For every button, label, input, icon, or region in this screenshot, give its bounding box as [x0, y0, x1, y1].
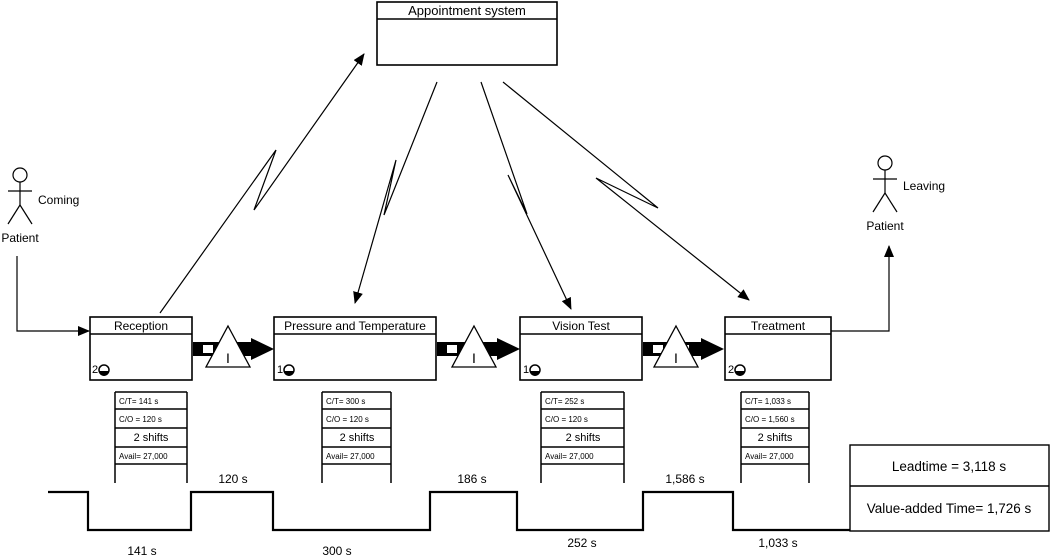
process-name: Reception [114, 319, 168, 333]
patient-coming-label: Patient [1, 231, 39, 245]
inventory-triangle-3: I [652, 324, 700, 368]
operator-icon [529, 364, 541, 376]
appointment-system-label: Appointment system [408, 3, 526, 18]
waiting-time-1: 120 s [218, 472, 247, 486]
data-box-treatment [740, 391, 810, 483]
changeover-time: C/O = 1,560 s [745, 415, 795, 424]
inventory-label: I [472, 350, 476, 366]
operator-count: 2 [728, 364, 734, 376]
process-box-vision-test: Vision Test 1 [519, 316, 643, 381]
inventory-label: I [674, 350, 678, 366]
value-added-time-label: Value-added Time= 1,726 s [867, 501, 1032, 516]
data-box-vision-test [540, 391, 625, 483]
cycle-time: C/T= 300 s [326, 397, 365, 406]
person-icon [877, 155, 893, 171]
leadtime-label: Leadtime = 3,118 s [892, 459, 1006, 474]
flow-arrow-coming [16, 256, 90, 336]
available-time: Avail= 27,000 [745, 452, 794, 461]
changeover-time: C/O = 120 s [545, 415, 588, 424]
info-flow-appointment-to-treatment [502, 81, 750, 301]
inventory-triangle-2: I [450, 324, 498, 368]
leaving-label: Leaving [903, 179, 945, 193]
patient-coming [7, 167, 33, 225]
flow-arrow-leaving [831, 245, 894, 332]
timeline-ladder [48, 490, 850, 532]
data-box-reception [114, 391, 188, 483]
process-name: Vision Test [552, 319, 610, 333]
processing-time-4: 1,033 s [758, 536, 797, 550]
patient-leaving [872, 155, 898, 213]
shifts: 2 shifts [566, 432, 601, 444]
cycle-time: C/T= 1,033 s [745, 397, 791, 406]
shifts: 2 shifts [134, 432, 169, 444]
changeover-time: C/O = 120 s [326, 415, 369, 424]
info-flow-reception-to-appointment [159, 53, 365, 314]
shifts: 2 shifts [758, 432, 793, 444]
summary-box: Leadtime = 3,118 s Value-added Time= 1,7… [849, 444, 1050, 532]
cycle-time: C/T= 252 s [545, 397, 584, 406]
changeover-time: C/O = 120 s [119, 415, 162, 424]
shifts: 2 shifts [340, 432, 375, 444]
waiting-time-2: 186 s [457, 472, 486, 486]
inventory-label: I [226, 350, 230, 366]
operator-count: 1 [277, 364, 283, 376]
data-box-pressure-temperature [321, 391, 392, 483]
appointment-system: Appointment system [376, 1, 558, 66]
available-time: Avail= 27,000 [545, 452, 594, 461]
patient-leaving-label: Patient [866, 219, 904, 233]
available-time: Avail= 27,000 [326, 452, 375, 461]
available-time: Avail= 27,000 [119, 452, 168, 461]
information-flows [159, 53, 750, 314]
process-box-reception: Reception 2 [89, 316, 193, 381]
processing-time-2: 300 s [322, 544, 351, 557]
operator-count: 2 [92, 364, 98, 376]
operator-icon [283, 364, 295, 376]
person-icon [12, 167, 28, 183]
process-name: Pressure and Temperature [284, 319, 426, 333]
info-flow-appointment-to-vision [480, 81, 572, 310]
waiting-time-3: 1,586 s [665, 472, 704, 486]
process-box-pressure-temperature: Pressure and Temperature 1 [273, 316, 437, 381]
operator-icon [98, 364, 110, 376]
info-flow-appointment-to-pressure [353, 81, 438, 304]
cycle-time: C/T= 141 s [119, 397, 158, 406]
operator-count: 1 [523, 364, 529, 376]
processing-time-3: 252 s [567, 536, 596, 550]
process-name: Treatment [751, 319, 806, 333]
coming-label: Coming [38, 193, 79, 207]
process-box-treatment: Treatment 2 [724, 316, 832, 381]
processing-time-1: 141 s [127, 544, 156, 557]
inventory-triangle-1: I [204, 324, 252, 368]
operator-icon [734, 364, 746, 376]
